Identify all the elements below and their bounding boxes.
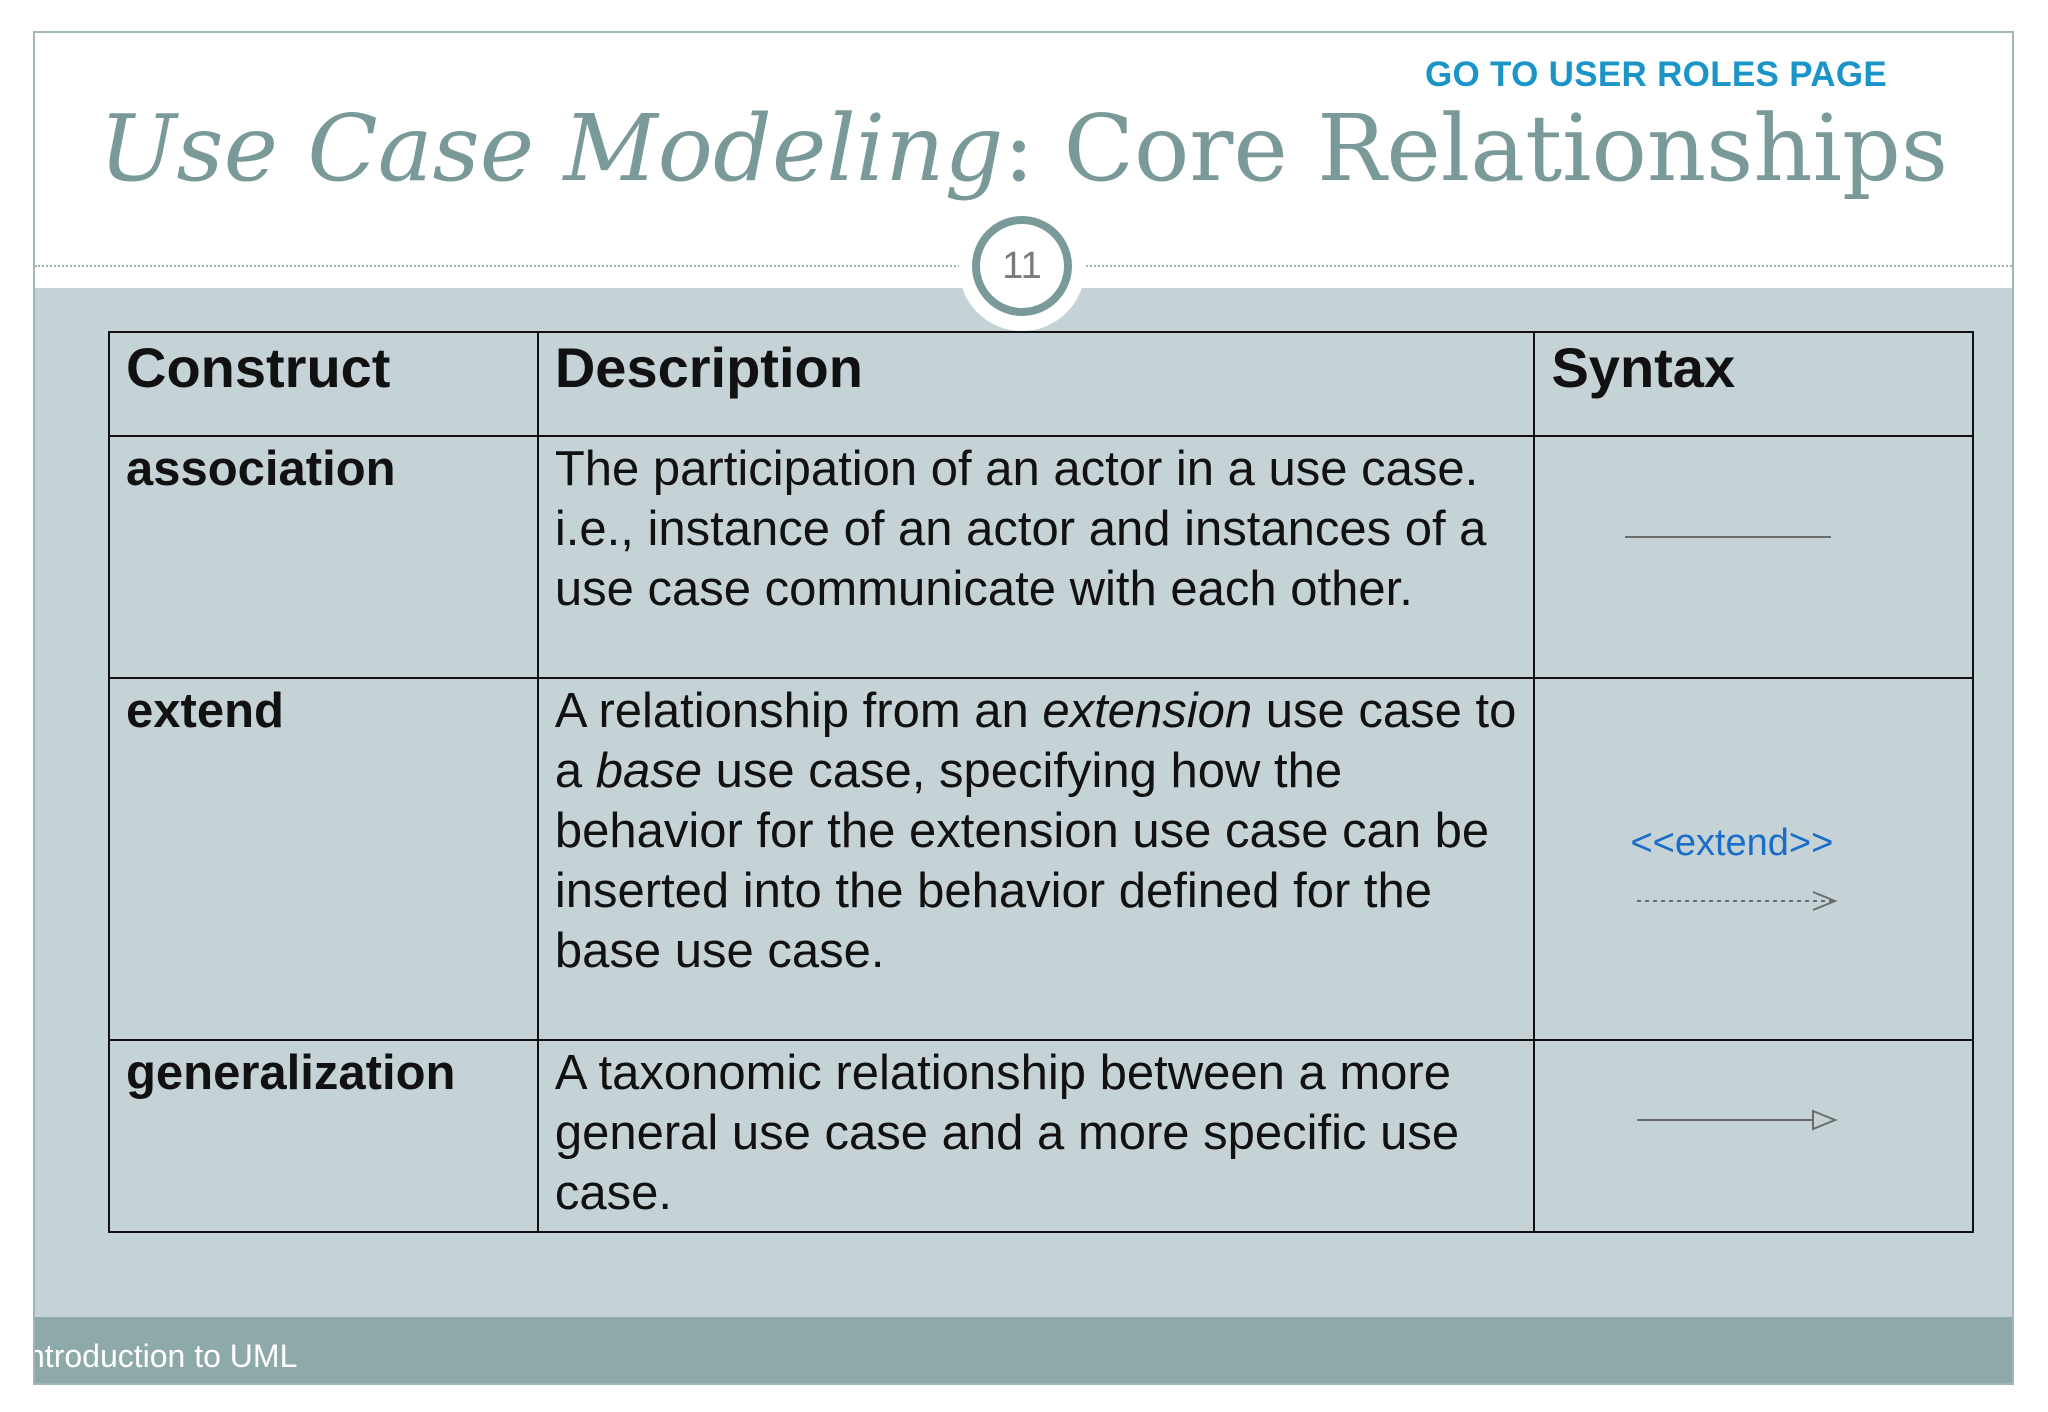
table-row: association The participation of an acto… [108,435,1974,679]
dashed-arrow-icon [1637,891,1839,911]
table-row: generalization A taxonomic relationship … [108,1039,1974,1233]
title-rest-part: : Core Relationships [1003,95,1949,202]
description-cell: The participation of an actor in a use c… [536,435,1536,679]
syntax-cell [1533,1039,1974,1233]
slide-number: 11 [1002,244,1042,287]
description-text: use case, specifying how the behavior fo… [554,744,1490,978]
construct-cell: extend [108,677,539,1041]
syntax-cell [1533,435,1974,679]
footer-text: ntroduction to UML [33,1338,298,1374]
construct-cell: association [108,435,539,679]
title-italic-part: Use Case Modeling [98,95,1004,202]
header-syntax: Syntax [1533,331,1974,437]
description-text: use case to a [554,684,1517,798]
association-line-icon [1625,536,1832,538]
table-row: extend A relationship from an extension … [108,677,1974,1041]
description-emphasis: base [595,744,702,798]
description-cell: A relationship from an extension use cas… [536,677,1536,1041]
extend-stereotype-label: <<extend>> [1630,822,1834,864]
footer-bar [35,1317,2012,1383]
description-cell: A taxonomic relationship between a more … [536,1039,1536,1233]
description-emphasis: extension [1042,684,1253,738]
relationships-table: Construct Description Syntax association… [108,331,1974,1233]
header-construct: Construct [108,331,539,437]
table-header-row: Construct Description Syntax [108,331,1974,437]
generalization-arrow-icon [1637,1109,1839,1131]
description-text: A relationship from an [554,684,1043,738]
slide: GO TO USER ROLES PAGE Use Case Modeling:… [33,31,2014,1385]
page-title: Use Case Modeling: Core Relationships [35,95,2012,202]
construct-cell: generalization [108,1039,539,1233]
go-to-user-roles-link[interactable]: GO TO USER ROLES PAGE [1424,55,1887,94]
syntax-cell: <<extend>> [1533,677,1974,1041]
slide-number-badge: 11 [972,216,1072,316]
header-description: Description [536,331,1536,437]
